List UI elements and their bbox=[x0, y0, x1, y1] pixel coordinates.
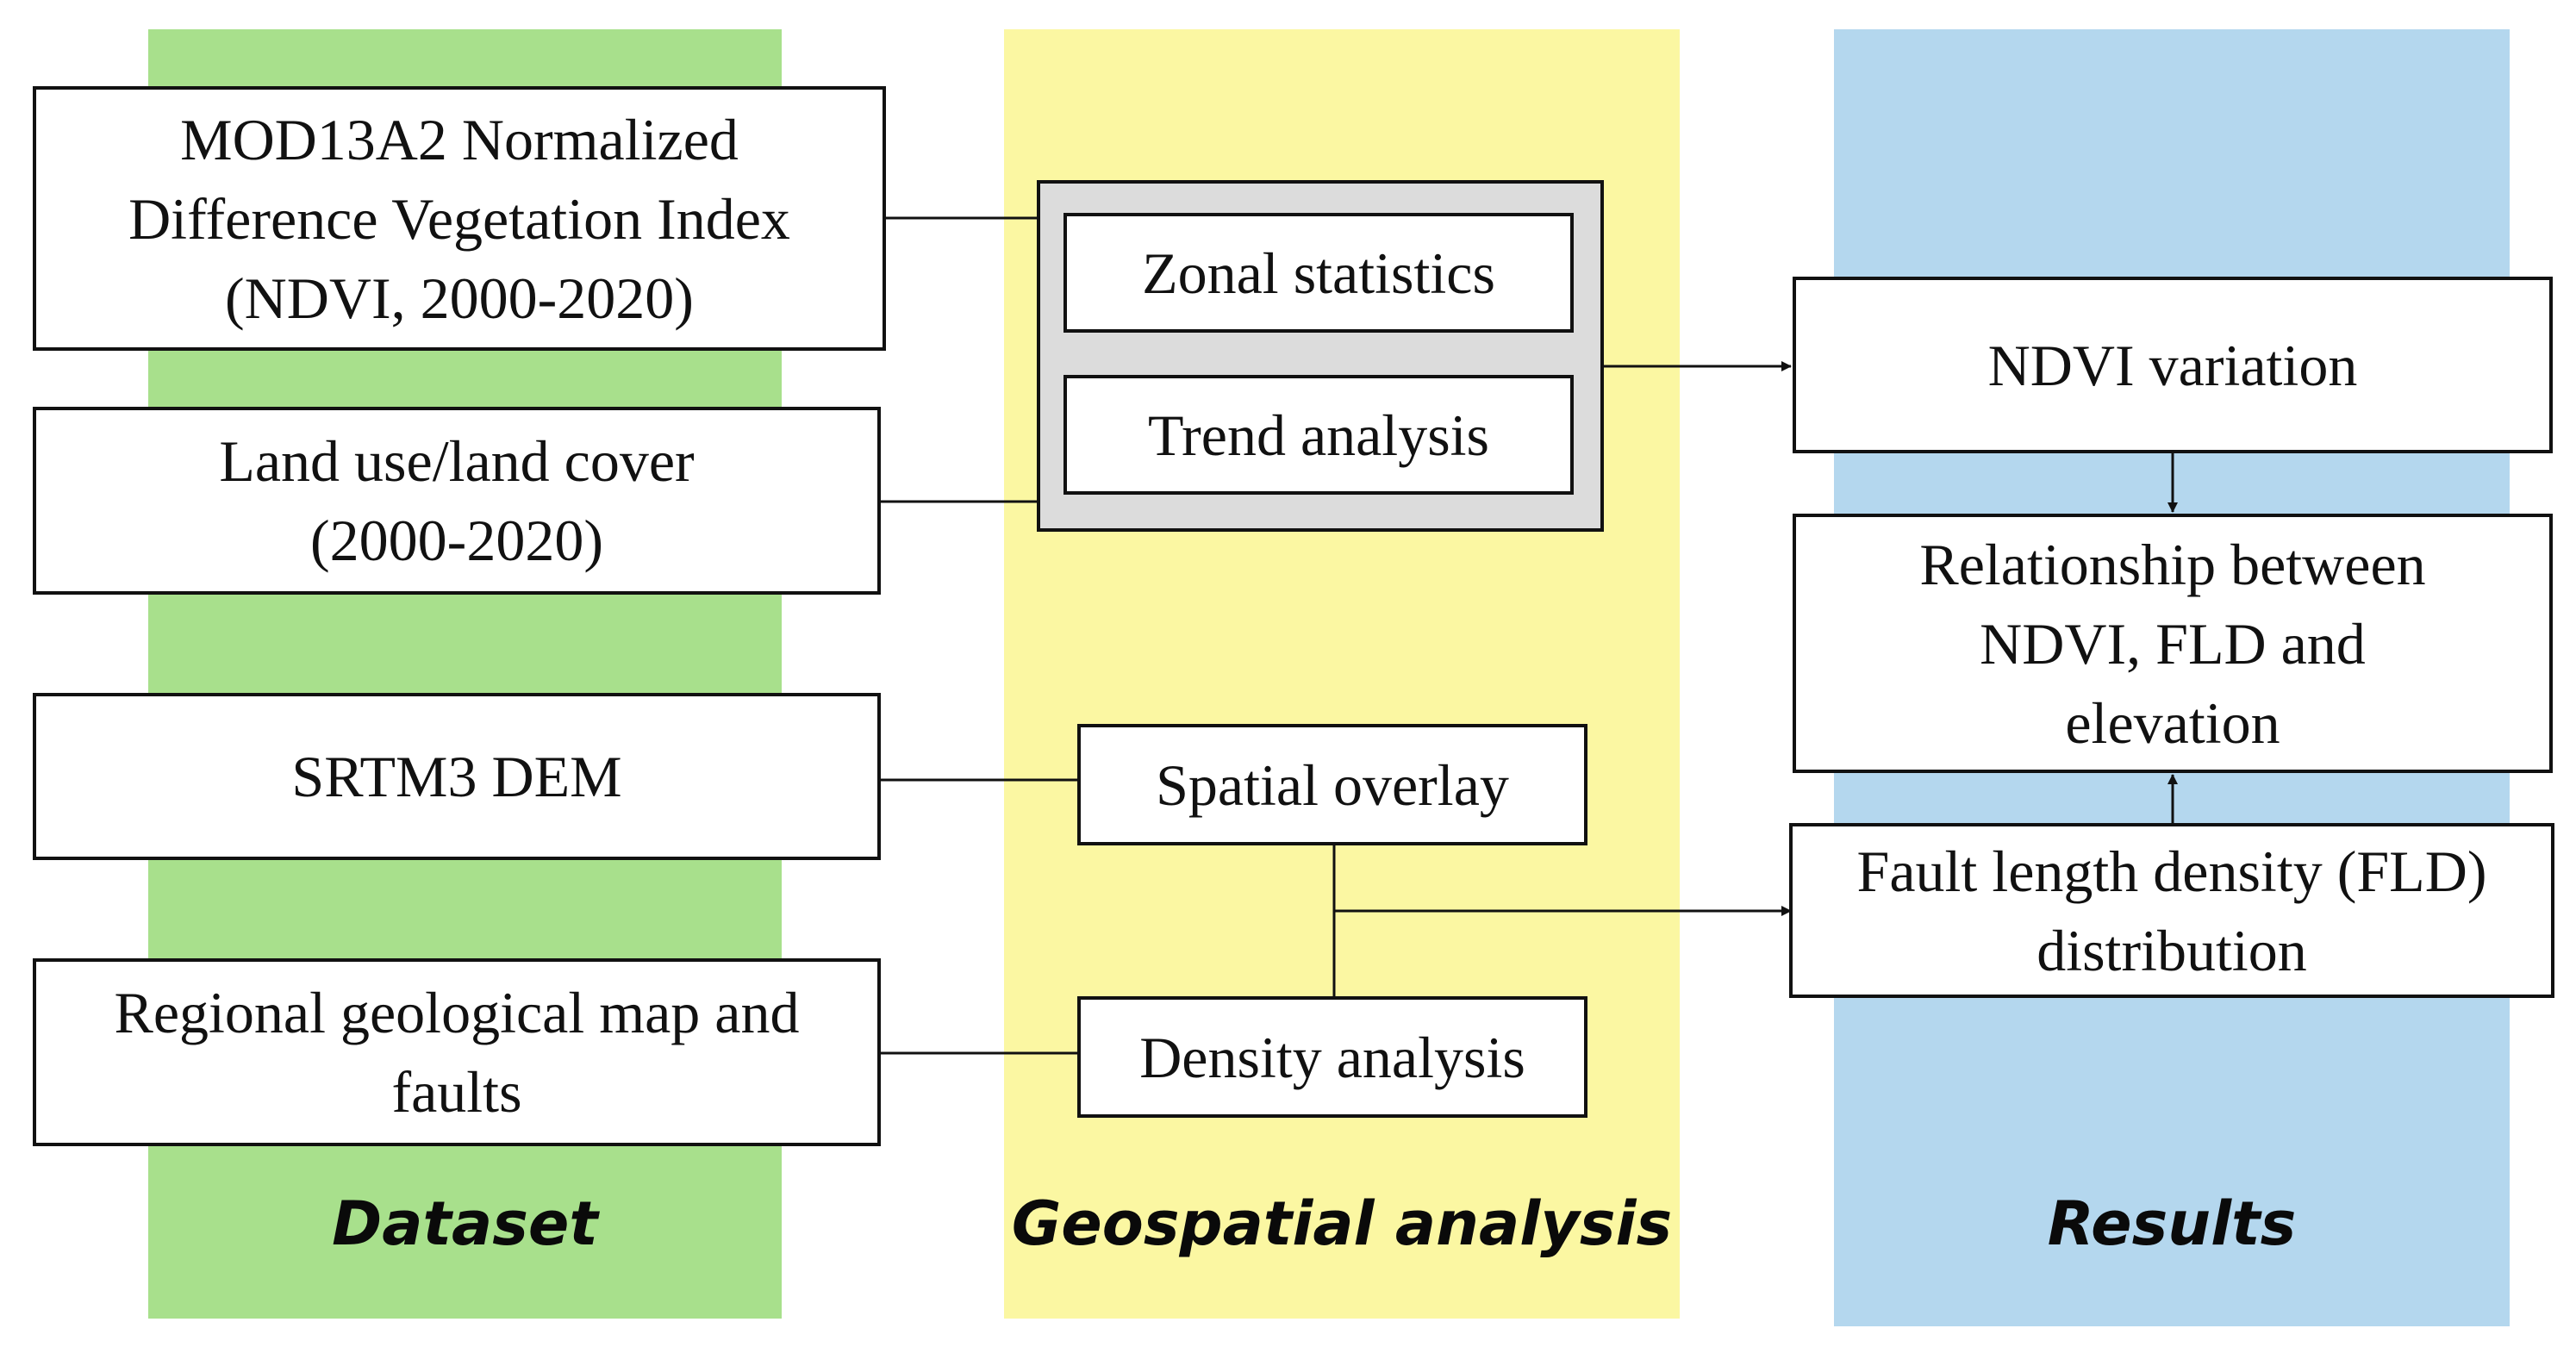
result-box-fld-distribution: Fault length density (FLD) distribution bbox=[1789, 823, 2554, 998]
analysis-box-trend-analysis: Trend analysis bbox=[1063, 375, 1574, 495]
result-relationship-line-3: elevation bbox=[2065, 689, 2280, 756]
dataset-box-geology: Regional geological map and faults bbox=[33, 958, 881, 1146]
dataset-ndvi-line-1: MOD13A2 Normalized bbox=[180, 106, 739, 172]
result-relationship-line-1: Relationship between bbox=[1919, 531, 2426, 597]
dataset-box-srtm-dem: SRTM3 DEM bbox=[33, 693, 881, 860]
analysis-overlay-label: Spatial overlay bbox=[1156, 751, 1509, 818]
analysis-box-density-analysis: Density analysis bbox=[1077, 996, 1587, 1118]
analysis-zonal-label: Zonal statistics bbox=[1142, 240, 1495, 306]
analysis-box-zonal-statistics: Zonal statistics bbox=[1063, 213, 1574, 333]
result-box-relationship: Relationship between NDVI, FLD and eleva… bbox=[1793, 514, 2553, 773]
result-ndvi-variation-label: NDVI variation bbox=[1987, 332, 2358, 398]
dataset-box-ndvi: MOD13A2 Normalized Difference Vegetation… bbox=[33, 86, 886, 351]
result-box-ndvi-variation: NDVI variation bbox=[1793, 277, 2553, 453]
dataset-geology-line-1: Regional geological map and bbox=[114, 980, 800, 1045]
dataset-geology-line-2: faults bbox=[391, 1059, 522, 1125]
analysis-density-label: Density analysis bbox=[1139, 1024, 1525, 1090]
dataset-dem-label: SRTM3 DEM bbox=[291, 744, 622, 809]
result-relationship-line-2: NDVI, FLD and bbox=[1980, 610, 2366, 677]
dataset-ndvi-line-3: (NDVI, 2000-2020) bbox=[225, 265, 694, 331]
analysis-trend-label: Trend analysis bbox=[1147, 402, 1490, 468]
result-fld-line-2: distribution bbox=[2036, 917, 2307, 983]
result-fld-line-1: Fault length density (FLD) bbox=[1856, 838, 2487, 904]
analysis-box-spatial-overlay: Spatial overlay bbox=[1077, 724, 1587, 845]
dataset-box-land-use: Land use/land cover (2000-2020) bbox=[33, 407, 881, 595]
dataset-ndvi-line-2: Difference Vegetation Index bbox=[128, 185, 790, 252]
column-label-dataset: Dataset bbox=[332, 1188, 598, 1259]
column-label-results: Results bbox=[2047, 1188, 2297, 1259]
column-label-geospatial-analysis: Geospatial analysis bbox=[1011, 1188, 1673, 1259]
dataset-lulc-line-1: Land use/land cover bbox=[219, 428, 695, 494]
dataset-lulc-line-2: (2000-2020) bbox=[310, 508, 603, 573]
